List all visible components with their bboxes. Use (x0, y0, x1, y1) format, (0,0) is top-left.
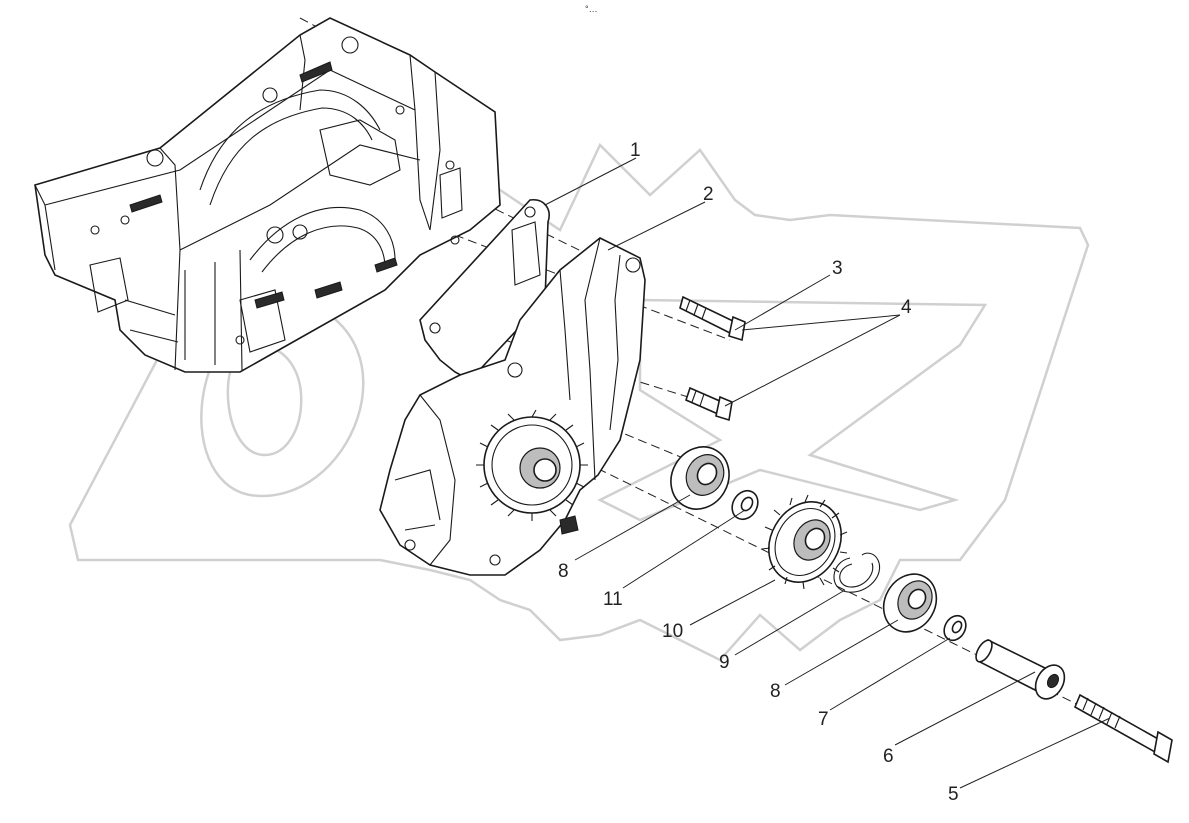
shaft-6 (975, 638, 1066, 700)
top-mark: °… (585, 4, 598, 14)
snap-ring-9 (833, 552, 881, 593)
leader-lines (544, 157, 1111, 789)
bolt-4 (685, 386, 733, 422)
callout-4: 4 (901, 297, 912, 318)
callout-10: 10 (662, 621, 683, 642)
callout-1: 1 (630, 140, 641, 161)
gasket (419, 199, 550, 381)
callout-7: 7 (818, 709, 829, 730)
callout-2: 2 (703, 184, 714, 205)
callout-8-lower: 8 (770, 681, 781, 702)
bolt-3 (679, 295, 746, 342)
bearing-lower (882, 573, 938, 633)
callout-11: 11 (603, 589, 623, 610)
bolt-5 (1073, 693, 1173, 764)
bearing-upper (670, 446, 730, 510)
gear-10 (761, 494, 848, 590)
callout-3: 3 (832, 258, 843, 279)
oil-pump-housing (379, 237, 646, 576)
callout-9: 9 (719, 652, 730, 673)
callout-labels: 1 2 3 4 8 11 10 9 8 7 6 5 (558, 140, 959, 805)
washer-11 (731, 489, 759, 521)
engine-block (34, 17, 501, 373)
callout-8-upper: 8 (558, 561, 569, 582)
callout-5: 5 (948, 784, 959, 805)
callout-6: 6 (883, 746, 894, 767)
